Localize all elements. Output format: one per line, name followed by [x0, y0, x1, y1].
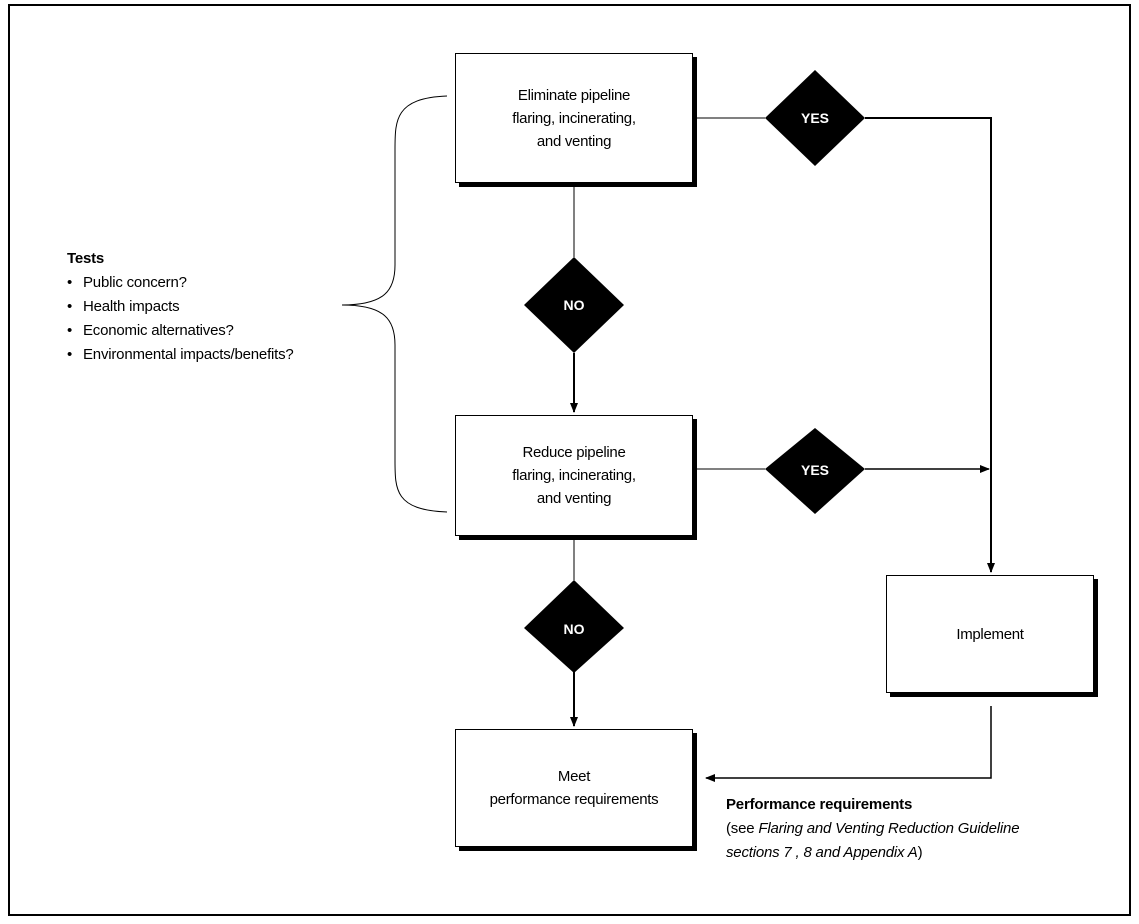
decision-diamond-no-top — [524, 257, 624, 353]
meet-line-1: Meet — [557, 768, 591, 785]
tests-list: Public concern? Health impacts Economic … — [67, 271, 294, 367]
reduce-line-1: Reduce pipeline — [522, 444, 626, 461]
meet-box: Meet performance requirements — [455, 729, 693, 847]
eliminate-line-2: flaring, incinerating, — [512, 109, 636, 127]
decision-label-yes-top: YES — [800, 110, 829, 126]
decision-diamond-yes-top — [765, 70, 865, 166]
tests-title: Tests — [67, 250, 105, 267]
reduce-box: Reduce pipeline flaring, incinerating, a… — [455, 415, 693, 536]
connector-implement-meet — [705, 706, 992, 782]
tests-item: Public concern? — [67, 271, 294, 295]
performance-suffix: ) — [917, 844, 923, 861]
tests-item: Environmental impacts/benefits? — [67, 343, 294, 367]
performance-note: Performance requirements (see Flaring an… — [726, 793, 1020, 865]
implement-box: Implement — [886, 575, 1094, 693]
decision-diamond-yes-mid — [765, 428, 865, 514]
tests-brace — [341, 95, 448, 513]
connector-yes-implement — [865, 117, 995, 573]
implement-line-1: Implement — [956, 625, 1024, 643]
reduce-line-2: flaring, incinerating, — [512, 467, 636, 484]
performance-prefix: (see — [726, 820, 759, 837]
performance-sections-ref: sections 7 , 8 and Appendix A — [726, 844, 918, 861]
performance-line-2: sections 7 , 8 and Appendix A) — [726, 841, 1019, 865]
diagram-frame — [8, 4, 1131, 916]
meet-line-2: performance requirements — [489, 791, 659, 808]
performance-line-1: (see Flaring and Venting Reduction Guide… — [726, 817, 1020, 841]
eliminate-box: Eliminate pipeline flaring, incinerating… — [455, 53, 693, 183]
decision-label-no-top: NO — [563, 297, 585, 313]
decision-diamond-no-bottom — [524, 580, 624, 673]
reduce-line-3: and venting — [536, 490, 612, 507]
tests-item: Economic alternatives? — [67, 319, 294, 343]
performance-guideline-ref: Flaring and Venting Reduction Guideline — [758, 820, 1020, 837]
tests-item: Health impacts — [67, 295, 294, 319]
decision-label-no-bottom: NO — [563, 621, 585, 637]
eliminate-line-1: Eliminate pipeline — [517, 86, 631, 104]
eliminate-line-3: and venting — [536, 132, 612, 150]
tests-block: Tests Public concern? Health impacts Eco… — [67, 247, 294, 367]
performance-title: Performance requirements — [726, 796, 913, 813]
decision-label-yes-mid: YES — [800, 462, 829, 478]
